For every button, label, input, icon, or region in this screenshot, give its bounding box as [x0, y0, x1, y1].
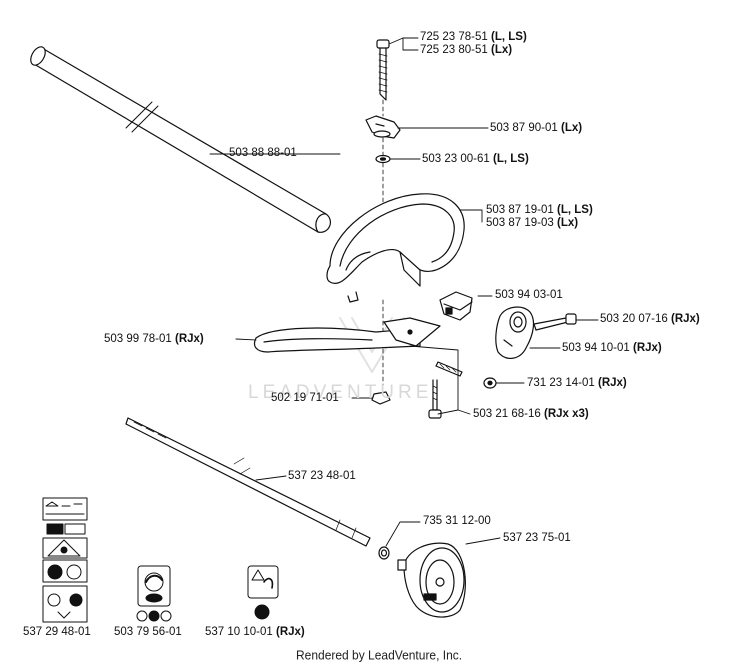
- part-qualifier: (RJx x3): [544, 408, 589, 420]
- part-number: 503 21 68-16: [473, 408, 541, 420]
- part-number: 503 87 19-03: [486, 217, 554, 229]
- part-number: 537 29 48-01: [23, 626, 91, 638]
- part-number: 503 94 10-01: [562, 342, 630, 354]
- part-number: 735 31 12-00: [423, 515, 491, 527]
- part-number: 725 23 80-51: [420, 44, 488, 56]
- part-label-knob[interactable]: 503 87 90-01 (Lx): [490, 122, 582, 135]
- watermark-text: LEADVENTURE: [248, 382, 433, 403]
- part-qualifier: (RJx): [633, 342, 662, 354]
- decal-set-part[interactable]: [42, 497, 88, 623]
- guard-handle-part[interactable]: [253, 317, 441, 353]
- part-label-handle-a[interactable]: 503 87 19-01 (L, LS): [486, 204, 593, 217]
- part-label-washer[interactable]: 503 23 00-61 (L, LS): [422, 153, 529, 166]
- part-number: 503 79 56-01: [114, 626, 182, 638]
- part-label-screw-top-a[interactable]: 725 23 78-51 (L, LS): [420, 31, 527, 44]
- loop-handle-part[interactable]: [326, 193, 465, 303]
- part-number: 503 20 07-16: [600, 313, 668, 325]
- washer-part[interactable]: [375, 154, 391, 164]
- part-number: 503 88 88-01: [229, 147, 297, 159]
- part-label-screw-top-b[interactable]: 725 23 80-51 (Lx): [420, 44, 512, 57]
- knob-part[interactable]: [365, 115, 401, 139]
- part-number: 537 23 48-01: [288, 470, 356, 482]
- part-number: 502 19 71-01: [271, 392, 339, 404]
- nut-part[interactable]: [371, 391, 391, 405]
- footer-credit: Rendered by LeadVenture, Inc.: [296, 647, 463, 663]
- clamp-block-part[interactable]: [439, 291, 473, 321]
- part-number: 503 23 00-61: [422, 153, 490, 165]
- part-qualifier: (L, LS): [493, 153, 529, 165]
- part-label-bracket[interactable]: 503 94 10-01 (RJx): [562, 342, 662, 355]
- part-number: 503 87 90-01: [490, 122, 558, 134]
- part-label-oring[interactable]: 735 31 12-00: [423, 515, 491, 528]
- part-qualifier: (Lx): [491, 44, 513, 56]
- part-label-small-washer[interactable]: 731 23 14-01 (RJx): [527, 377, 627, 390]
- top-screw-part[interactable]: [376, 39, 390, 101]
- part-number: 537 10 10-01: [205, 626, 273, 638]
- part-label-decal-spool[interactable]: 503 79 56-01: [114, 626, 182, 639]
- part-label-bolt-right[interactable]: 503 20 07-16 (RJx): [600, 313, 700, 326]
- part-number: 503 87 19-01: [486, 204, 554, 216]
- part-qualifier: (L, LS): [491, 31, 527, 43]
- drive-shaft-part[interactable]: [125, 417, 371, 547]
- drum-part[interactable]: [397, 542, 466, 618]
- decal-warning-part[interactable]: [247, 565, 279, 620]
- vertical-screw-part[interactable]: [428, 379, 442, 419]
- small-washer-part[interactable]: [483, 377, 497, 389]
- part-label-decal-warning[interactable]: 537 10 10-01 (RJx): [205, 626, 305, 639]
- part-number: 503 94 03-01: [495, 289, 563, 301]
- part-label-clamp-block[interactable]: 503 94 03-01: [495, 289, 563, 302]
- part-qualifier: (RJx): [175, 333, 204, 345]
- part-number: 725 23 78-51: [420, 31, 488, 43]
- part-qualifier: (L, LS): [557, 204, 593, 216]
- part-number: 731 23 14-01: [527, 377, 595, 389]
- bracket-part[interactable]: [495, 306, 535, 359]
- part-qualifier: (RJx): [598, 377, 627, 389]
- part-label-guard-handle[interactable]: 503 99 78-01 (RJx): [104, 333, 204, 346]
- part-label-decal-set[interactable]: 537 29 48-01: [23, 626, 91, 639]
- decal-spool-part[interactable]: [136, 565, 172, 622]
- right-bolt-part[interactable]: [533, 313, 577, 331]
- part-qualifier: (Lx): [561, 122, 583, 134]
- part-number: 537 23 75-01: [503, 532, 571, 544]
- part-label-drive-shaft[interactable]: 537 23 48-01: [288, 470, 356, 483]
- part-qualifier: (Lx): [557, 217, 579, 229]
- part-label-nut[interactable]: 502 19 71-01: [271, 392, 339, 405]
- oring-part[interactable]: [378, 546, 390, 560]
- part-label-screws-x3[interactable]: 503 21 68-16 (RJx x3): [473, 408, 589, 421]
- part-label-shaft-tube[interactable]: 503 88 88-01: [229, 147, 297, 160]
- part-qualifier: (RJx): [276, 626, 305, 638]
- part-number: 503 99 78-01: [104, 333, 172, 345]
- handle-screw-part[interactable]: [435, 361, 463, 377]
- part-qualifier: (RJx): [671, 313, 700, 325]
- shaft-tube-part[interactable]: [28, 44, 332, 233]
- part-label-handle-b[interactable]: 503 87 19-03 (Lx): [486, 217, 578, 230]
- part-label-drum[interactable]: 537 23 75-01: [503, 532, 571, 545]
- leader-lines: [209, 37, 599, 547]
